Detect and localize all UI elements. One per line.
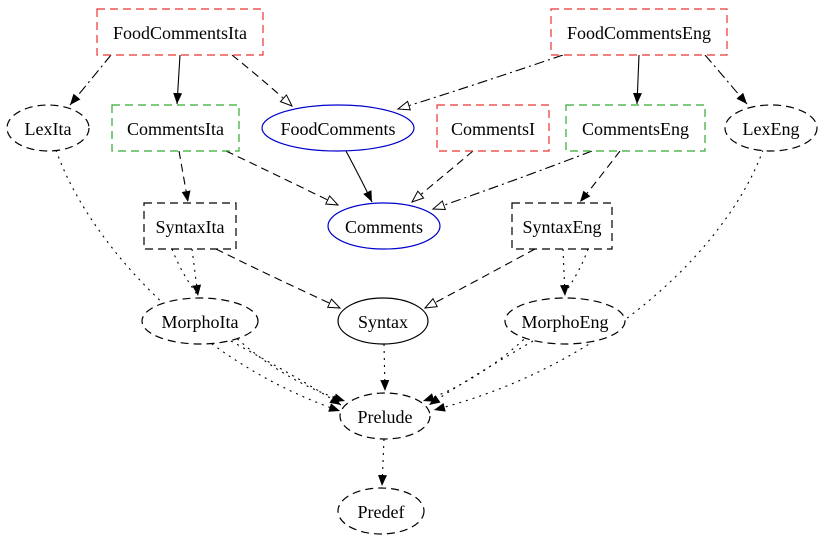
edges-layer	[55, 54, 764, 487]
edge-SyntaxIta-MorphoIta	[191, 248, 202, 297]
edge-LexIta-Prelude	[55, 149, 341, 412]
node-label-SyntaxEng: SyntaxEng	[523, 217, 602, 237]
node-label-Prelude: Prelude	[358, 407, 413, 427]
node-label-FoodCommentsEng: FoodCommentsEng	[567, 23, 711, 43]
node-LexIta	[6, 104, 90, 152]
node-label-MorphoIta: MorphoIta	[162, 312, 239, 332]
edge-LexEng-Prelude	[433, 149, 764, 412]
node-LexEng	[724, 104, 818, 152]
edge-SyntaxIta-Syntax	[215, 248, 340, 308]
edge-FoodCommentsEng-CommentsEng	[632, 54, 642, 105]
node-label-CommentsIta: CommentsIta	[127, 119, 224, 139]
edge-FoodComments-Comments	[345, 150, 373, 203]
node-label-CommentsI: CommentsI	[451, 119, 535, 139]
edge-FoodCommentsIta-LexIta	[69, 54, 112, 106]
edge-SyntaxEng-Prelude	[422, 248, 589, 402]
node-CommentsI	[436, 104, 550, 152]
node-SyntaxIta	[143, 202, 237, 250]
edge-SyntaxEng-Syntax	[425, 248, 536, 308]
edge-Prelude-Predef	[377, 438, 387, 487]
edge-CommentsIta-SyntaxIta	[178, 150, 191, 203]
node-label-SyntaxIta: SyntaxIta	[156, 217, 225, 237]
node-label-FoodComments: FoodComments	[280, 119, 395, 139]
node-FoodCommentsIta	[96, 8, 264, 56]
node-label-Syntax: Syntax	[358, 312, 408, 332]
node-label-LexEng: LexEng	[743, 119, 800, 139]
node-FoodComments	[261, 104, 415, 152]
node-label-FoodCommentsIta: FoodCommentsIta	[113, 23, 247, 43]
node-Syntax	[337, 297, 429, 345]
edge-FoodCommentsEng-FoodComments	[398, 54, 564, 109]
node-SyntaxEng	[511, 202, 613, 250]
edge-CommentsIta-Comments	[225, 150, 338, 205]
node-MorphoIta	[141, 297, 259, 345]
edge-FoodCommentsIta-FoodComments	[231, 54, 292, 106]
node-Comments	[327, 202, 441, 250]
node-Predef	[337, 487, 425, 535]
node-label-Comments: Comments	[345, 217, 423, 237]
edge-CommentsEng-SyntaxEng	[579, 150, 621, 203]
node-label-LexIta: LexIta	[25, 119, 72, 139]
edge-FoodCommentsIta-CommentsIta	[173, 54, 183, 105]
edge-MorphoIta-Prelude	[230, 340, 342, 406]
node-label-Predef: Predef	[358, 502, 405, 522]
edge-FoodCommentsEng-LexEng	[704, 54, 748, 105]
node-Prelude	[339, 392, 431, 440]
node-MorphoEng	[504, 297, 626, 345]
edge-SyntaxEng-MorphoEng	[560, 248, 570, 297]
node-label-MorphoEng: MorphoEng	[522, 312, 609, 332]
edge-CommentsEng-Comments	[433, 150, 593, 209]
node-FoodCommentsEng	[550, 8, 728, 56]
edge-CommentsI-Comments	[412, 150, 474, 202]
node-CommentsEng	[565, 104, 706, 152]
node-CommentsIta	[111, 104, 240, 152]
edge-SyntaxIta-Prelude	[171, 248, 346, 403]
edge-Syntax-Prelude	[380, 343, 390, 392]
node-label-CommentsEng: CommentsEng	[582, 119, 689, 139]
